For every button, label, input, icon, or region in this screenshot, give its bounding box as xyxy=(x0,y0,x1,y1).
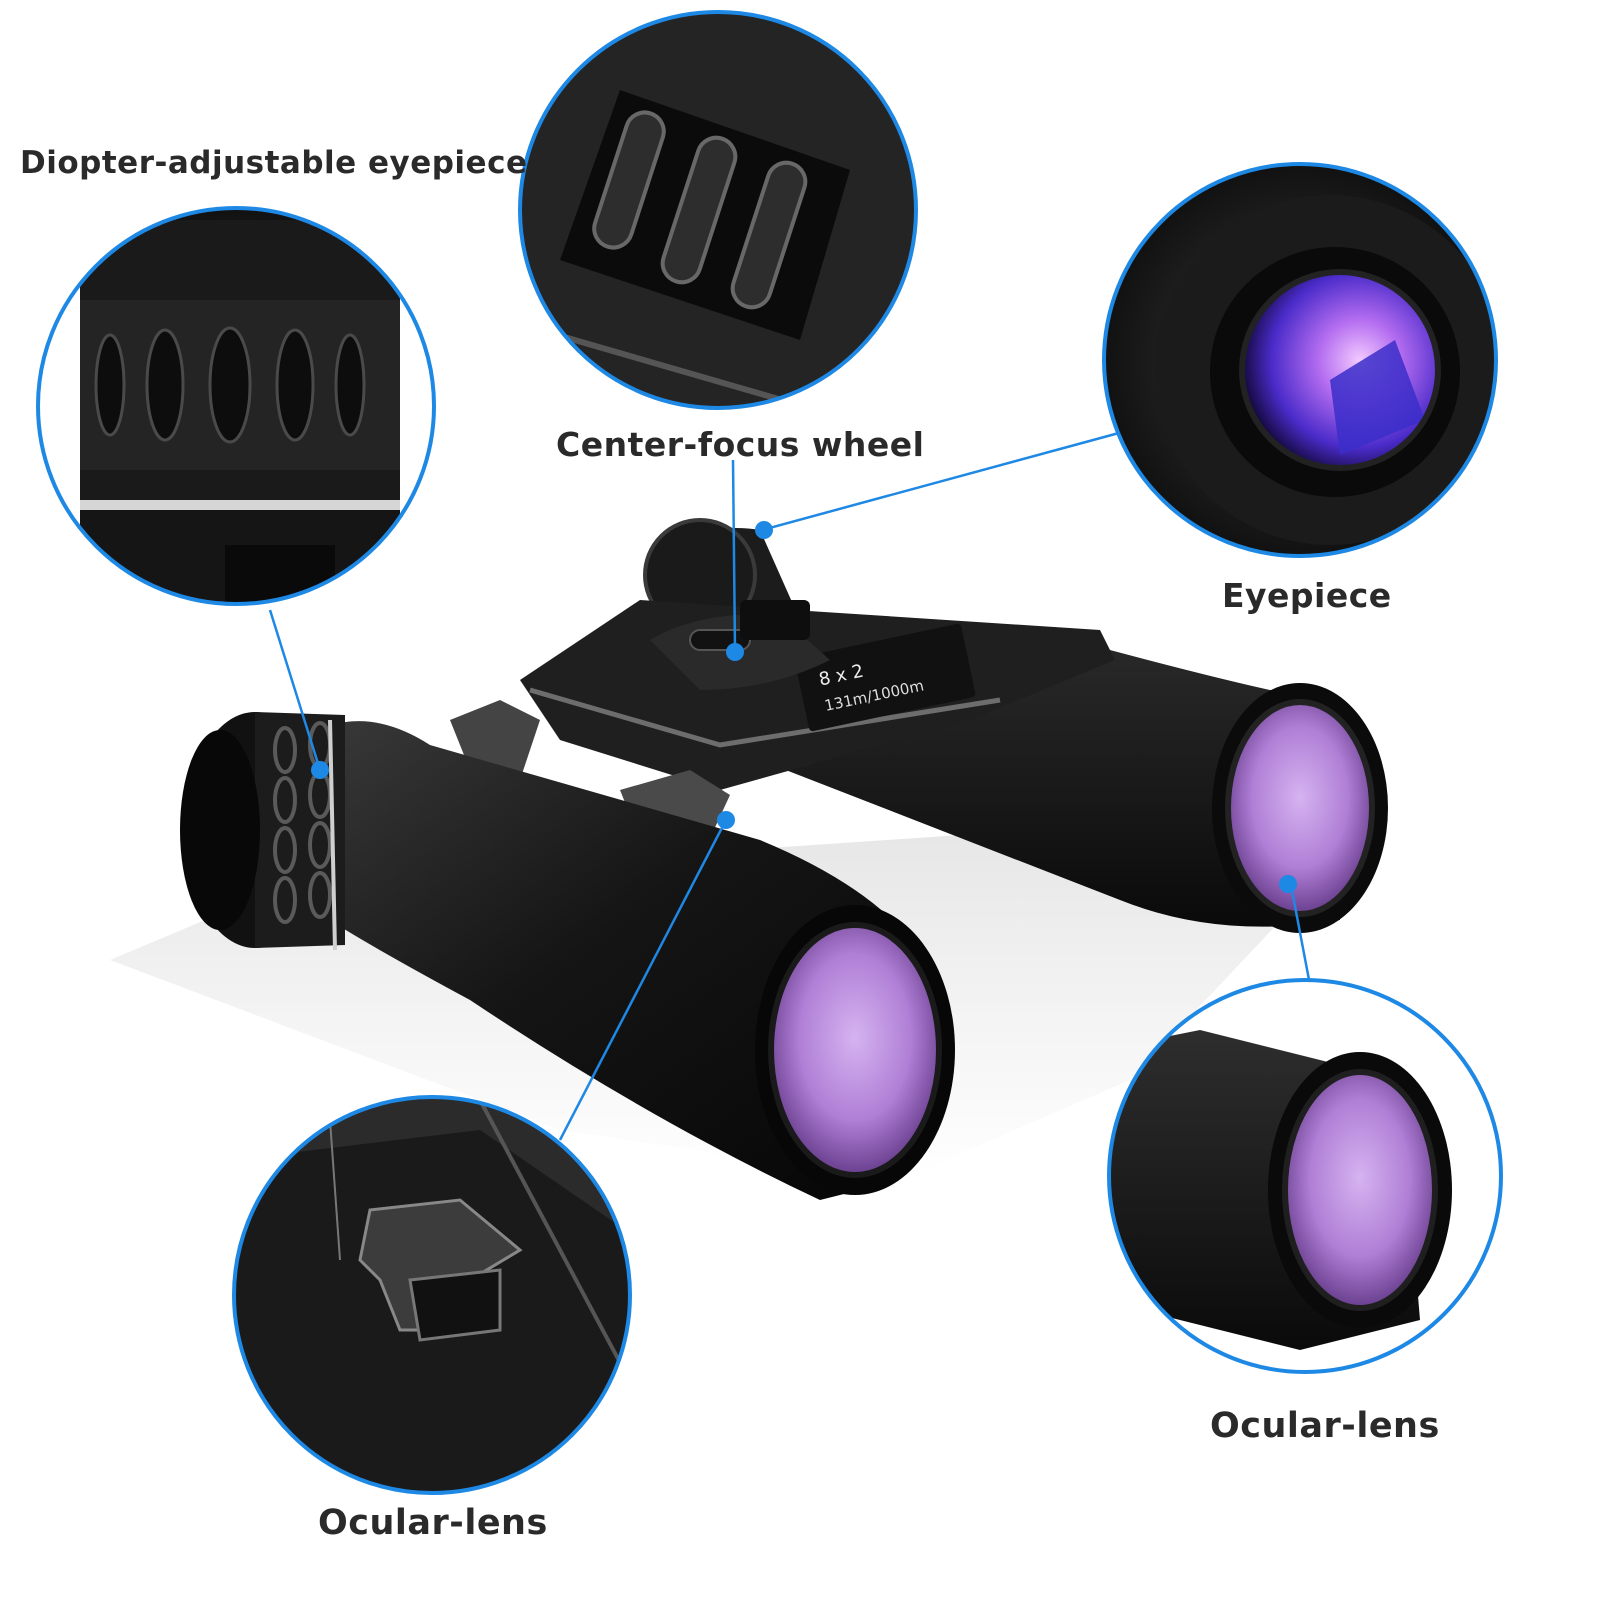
right-objective-lens xyxy=(1228,702,1372,914)
eyepiece-detail xyxy=(1102,162,1498,558)
leader-lines xyxy=(268,428,1312,1141)
callout-dots xyxy=(311,521,1297,893)
binoculars-main: 8 x 2 131m/1000m xyxy=(180,518,1388,1200)
callout-eyepiece-label: Eyepiece xyxy=(1222,576,1392,615)
callout-ocular-right-label: Ocular-lens xyxy=(1210,1406,1440,1446)
callout-ocular-left-label: Ocular-lens xyxy=(318,1503,548,1543)
left-objective-lens xyxy=(771,925,939,1175)
callout-center-focus-label: Center-focus wheel xyxy=(556,425,925,464)
ocular-lens-detail xyxy=(1107,978,1503,1374)
diopter-ring-detail xyxy=(36,206,436,606)
callout-diopter-label: Diopter-adjustable eyepiece xyxy=(20,145,528,181)
spec-plate xyxy=(794,623,976,732)
hinge-detail xyxy=(232,1095,632,1495)
focus-wheel-detail xyxy=(518,10,918,410)
